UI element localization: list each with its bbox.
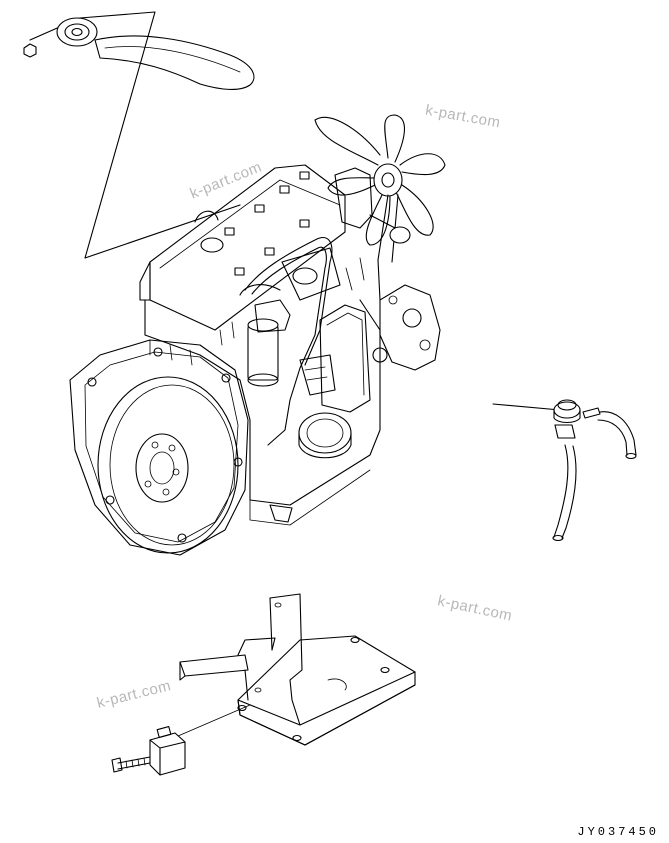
- bolt-head: [111, 757, 123, 773]
- hose-cap: [56, 17, 98, 47]
- mounting-bracket-assembly: [179, 593, 416, 746]
- drawing-code: JY037450: [577, 825, 659, 839]
- bolt-shank: [117, 756, 151, 770]
- relay-assembly: [111, 704, 251, 776]
- lifting-eye: [194, 210, 219, 223]
- vertical-bracket: [269, 593, 303, 681]
- callout-triangle: [29, 11, 241, 259]
- flywheel-hub: [135, 433, 189, 503]
- breather-hose-assembly: [492, 399, 637, 542]
- engine-block: [144, 299, 381, 506]
- base-plate: [237, 635, 416, 746]
- nut: [23, 43, 37, 58]
- relay-body: [149, 732, 186, 776]
- water-pump: [379, 284, 441, 371]
- flywheel: [97, 376, 239, 554]
- fuel-filter: [247, 324, 279, 381]
- starter-motor: [319, 304, 371, 413]
- hose-clamp: [582, 407, 601, 419]
- upper-hose: [94, 35, 255, 90]
- cooling-fan: [314, 114, 446, 301]
- oil-filler-cap: [200, 237, 224, 253]
- engine-assembly: [69, 114, 446, 556]
- upper-hose-assembly: [23, 11, 255, 259]
- valve-cover: [149, 164, 346, 331]
- water-outlet: [389, 226, 411, 244]
- horizontal-bracket: [179, 654, 249, 677]
- leader-line: [492, 403, 561, 411]
- relay-leader: [177, 704, 251, 737]
- intake-manifold: [281, 247, 341, 301]
